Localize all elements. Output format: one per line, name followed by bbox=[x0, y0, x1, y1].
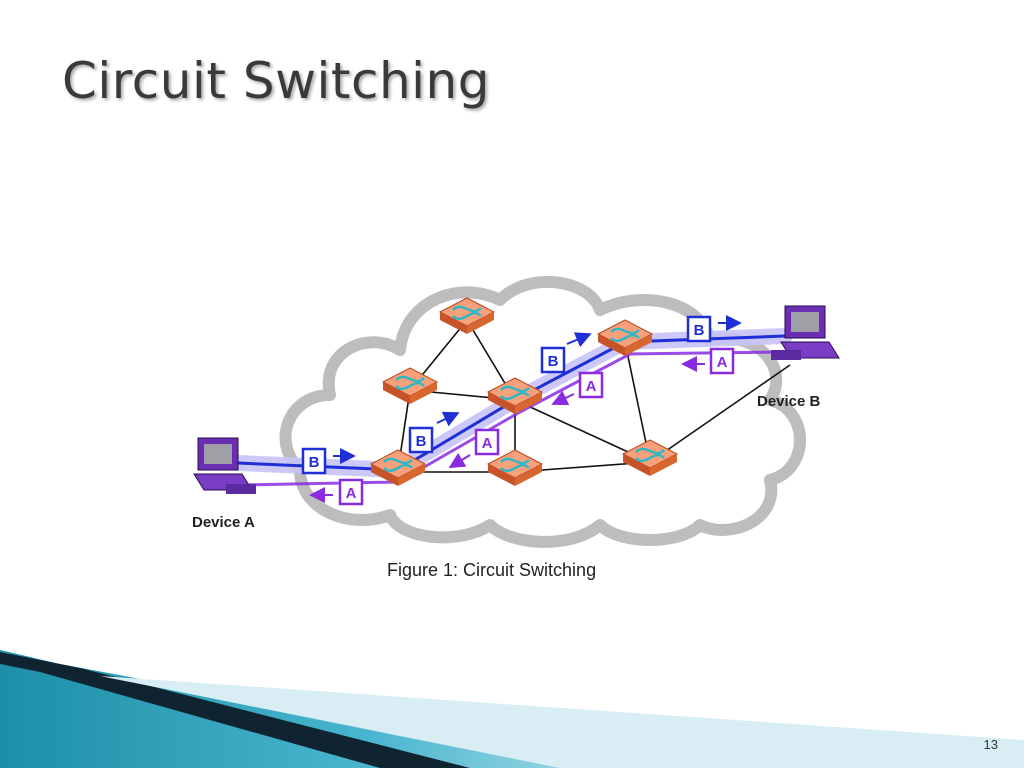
svg-text:B: B bbox=[416, 433, 427, 450]
figure-caption: Figure 1: Circuit Switching bbox=[387, 560, 597, 580]
switch-icon bbox=[438, 297, 496, 334]
svg-text:B: B bbox=[309, 454, 320, 471]
svg-text:A: A bbox=[346, 485, 357, 502]
flow-b-badge: B bbox=[408, 411, 460, 454]
switch-icon bbox=[621, 439, 679, 476]
svg-text:A: A bbox=[482, 435, 493, 452]
computer-icon bbox=[193, 437, 256, 494]
svg-text:A: A bbox=[717, 354, 728, 371]
switch-icon bbox=[486, 377, 544, 414]
svg-text:B: B bbox=[548, 353, 559, 370]
device-b-label: Device B bbox=[757, 393, 821, 410]
page-title: Circuit Switching bbox=[62, 52, 490, 110]
flow-a-badge: A bbox=[309, 478, 364, 506]
computer-icon bbox=[771, 305, 840, 360]
slide-number: 13 bbox=[983, 737, 998, 752]
switch-icon bbox=[486, 449, 544, 486]
switch-icon bbox=[381, 367, 439, 404]
flow-a-badge: A bbox=[448, 428, 500, 469]
svg-text:B: B bbox=[694, 322, 705, 339]
switch-icon bbox=[596, 319, 654, 356]
flow-b-badge: B bbox=[540, 332, 592, 374]
svg-text:A: A bbox=[586, 378, 597, 395]
flow-b-badge: B bbox=[301, 447, 356, 475]
flow-a-badge: A bbox=[551, 371, 604, 406]
flow-b-badge: B bbox=[686, 315, 742, 343]
device-a-label: Device A bbox=[192, 514, 255, 531]
flow-a-badge: A bbox=[681, 347, 735, 375]
switch-icon bbox=[369, 449, 427, 486]
